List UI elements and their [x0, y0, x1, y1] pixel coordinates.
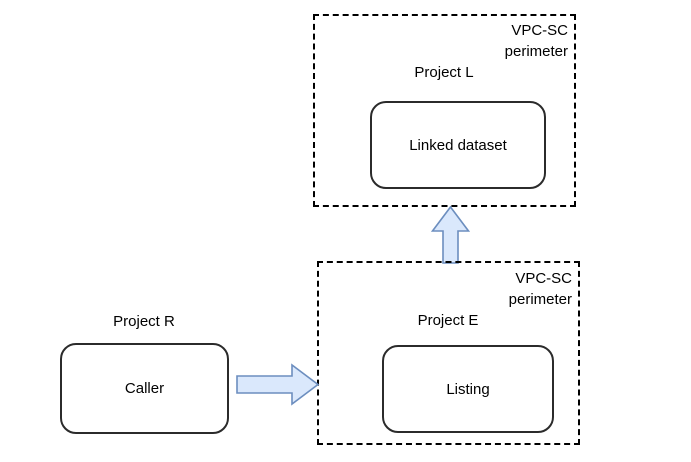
arrow-listing-to-linked-dataset — [430, 205, 471, 264]
node-listing[interactable]: Listing — [382, 345, 554, 433]
perimeter-project-l-label: VPC-SC perimeter — [504, 22, 568, 60]
perimeter-project-e — [317, 261, 580, 445]
perimeter-project-l — [313, 14, 576, 207]
project-l-label: Project L — [414, 64, 474, 81]
node-listing-label: Listing — [446, 380, 490, 398]
node-caller[interactable]: Caller — [60, 343, 229, 434]
project-e-label: Project E — [417, 312, 479, 329]
arrow-right-icon — [236, 363, 320, 406]
node-caller-label: Caller — [124, 380, 165, 397]
node-linked-dataset[interactable]: Linked dataset — [370, 101, 546, 189]
arrow-up-icon — [430, 205, 471, 264]
project-r-label: Project R — [113, 313, 175, 330]
node-linked-dataset-label: Linked dataset — [409, 136, 507, 154]
perimeter-project-e-label: VPC-SC perimeter — [508, 270, 572, 308]
arrow-caller-to-listing — [236, 363, 320, 406]
